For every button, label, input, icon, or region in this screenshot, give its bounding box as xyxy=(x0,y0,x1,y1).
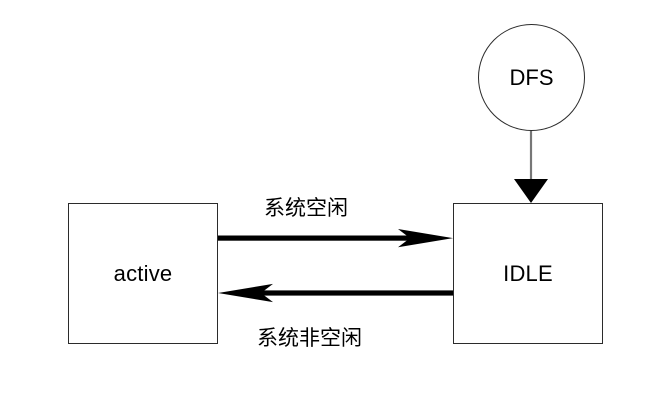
state-node-active-label: active xyxy=(113,260,173,286)
edge-active-to-idle-arrowhead xyxy=(398,229,453,248)
edge-dfs-to-idle-arrowhead xyxy=(514,179,548,203)
edge-active-to-idle-shaft xyxy=(218,235,425,241)
state-node-idle[interactable]: IDLE xyxy=(453,203,603,344)
edge-dfs-to-idle xyxy=(514,131,548,203)
state-node-idle-label: IDLE xyxy=(503,260,553,286)
state-node-dfs[interactable]: DFS xyxy=(478,24,585,131)
edge-idle-to-active xyxy=(218,283,453,303)
edge-label-system-idle: 系统空闲 xyxy=(264,197,348,220)
edge-label-system-not-idle: 系统非空闲 xyxy=(257,327,362,350)
state-node-active[interactable]: active xyxy=(68,203,218,344)
edge-active-to-idle xyxy=(218,229,453,248)
edge-idle-to-active-shaft xyxy=(246,290,453,296)
edge-idle-to-active-arrowhead xyxy=(218,283,273,303)
state-node-dfs-label: DFS xyxy=(509,64,554,90)
